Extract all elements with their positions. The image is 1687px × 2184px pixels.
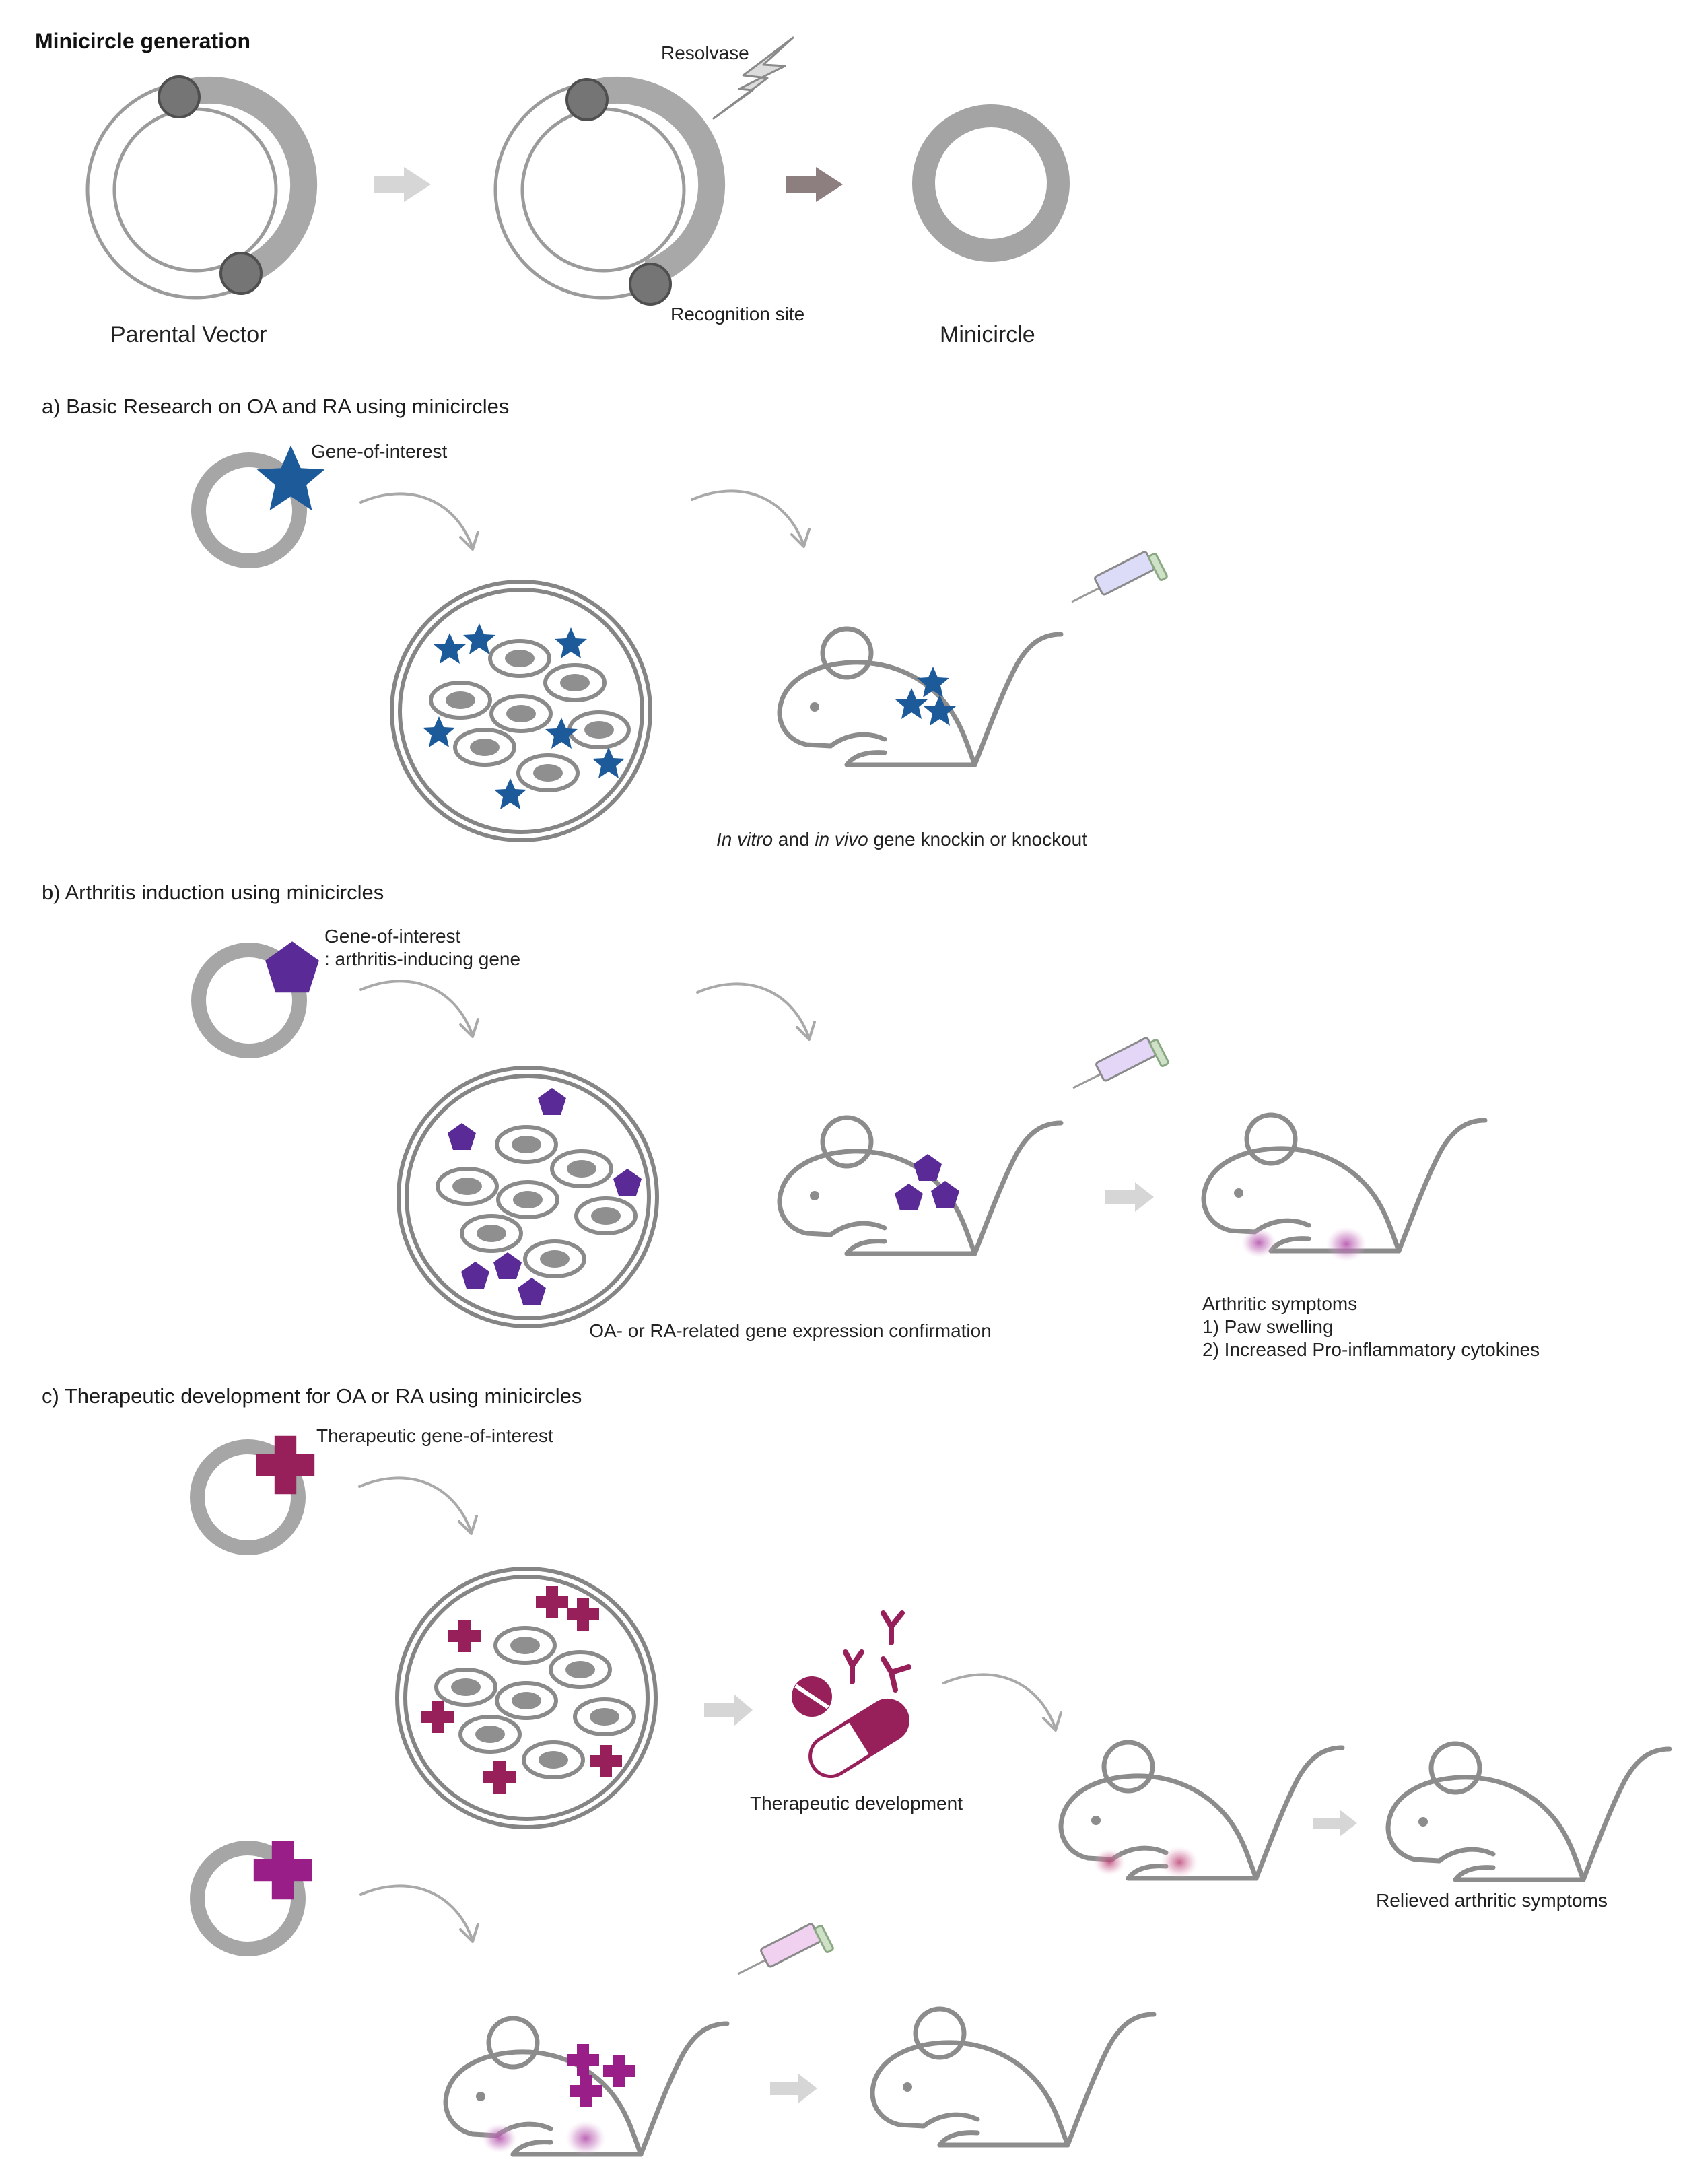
minicircle-b-icon (191, 943, 307, 1058)
panel-b-title: b) Arthritis induction using minicircles (42, 881, 384, 904)
curve-arrow (358, 1476, 478, 1535)
syringe-icon (736, 1922, 835, 1975)
mouse-star-markers (895, 667, 956, 726)
inflamed-paw-icon (1326, 1227, 1367, 1262)
minicircle-a-icon (191, 452, 307, 568)
mouse-icon (780, 1118, 1061, 1254)
relieved-label: Relieved arthritic symptoms (1376, 1890, 1608, 1911)
resolvase-label: Resolvase (661, 42, 749, 63)
curve-arrow (359, 980, 479, 1038)
inflamed-paw-icon (1161, 1846, 1198, 1878)
minicircle-icon (912, 104, 1070, 262)
light-arrow (704, 1694, 753, 1726)
inflamed-paw-icon (1241, 1228, 1276, 1258)
symptoms-title: Arthritic symptoms (1202, 1293, 1357, 1314)
inflamed-paw-icon (565, 2121, 606, 2156)
panel-b-gene-line2: : arthritis-inducing gene (324, 949, 520, 969)
curve-arrow (942, 1673, 1062, 1732)
panel-c-title: c) Therapeutic development for OA or RA … (42, 1384, 582, 1408)
panel-c-gene-label: Therapeutic gene-of-interest (316, 1425, 553, 1446)
panel-a-caption: In vitro and in vivo gene knockin or kno… (716, 829, 1087, 850)
curve-arrow (359, 492, 479, 551)
antibody-icon (843, 1610, 911, 1693)
culture-dish-icon (397, 1569, 656, 1827)
parental-vector-icon (85, 75, 318, 300)
curve-arrow (696, 982, 816, 1041)
resolvase-lightning-icon (712, 36, 794, 120)
recognition-site-label: Recognition site (670, 304, 804, 325)
healthy-mouse-icon (872, 2009, 1154, 2145)
resolvase-vector-icon (493, 76, 726, 306)
light-arrow (770, 2074, 817, 2103)
inflamed-paw-icon (1093, 1849, 1126, 1876)
symptom-1: 1) Paw swelling (1202, 1316, 1334, 1337)
curve-arrow (359, 1884, 479, 1943)
dark-arrow (786, 167, 843, 202)
generation-title: Minicircle generation (35, 29, 250, 53)
syringe-icon (1070, 550, 1169, 603)
minicircle-c2-icon (190, 1841, 306, 1956)
curve-arrow (691, 489, 811, 548)
light-arrow (374, 167, 431, 202)
inflamed-paw-icon (482, 2123, 517, 2153)
parental-vector-label: Parental Vector (110, 322, 267, 347)
light-arrow (1313, 1810, 1357, 1837)
light-arrow (1105, 1182, 1154, 1212)
therapeutic-label: Therapeutic development (750, 1793, 963, 1814)
healthy-mouse-icon (1388, 1744, 1669, 1880)
panel-b-gene-line1: Gene-of-interest (324, 926, 461, 947)
mouse-cross-markers (567, 2044, 635, 2107)
panel-b-confirmation: OA- or RA-related gene expression confir… (589, 1320, 992, 1341)
syringe-icon (1072, 1036, 1170, 1089)
capsule-icon (808, 1699, 909, 1778)
pill-icon (792, 1676, 832, 1717)
symptom-2: 2) Increased Pro-inflammatory cytokines (1202, 1339, 1540, 1360)
culture-dish-icon (392, 582, 650, 840)
minicircle-c-icon (190, 1439, 306, 1555)
panel-a-title: a) Basic Research on OA and RA using min… (42, 395, 509, 418)
mouse-icon (780, 629, 1061, 765)
minicircle-label: Minicircle (940, 322, 1035, 347)
panel-a-gene-label: Gene-of-interest (311, 441, 448, 462)
